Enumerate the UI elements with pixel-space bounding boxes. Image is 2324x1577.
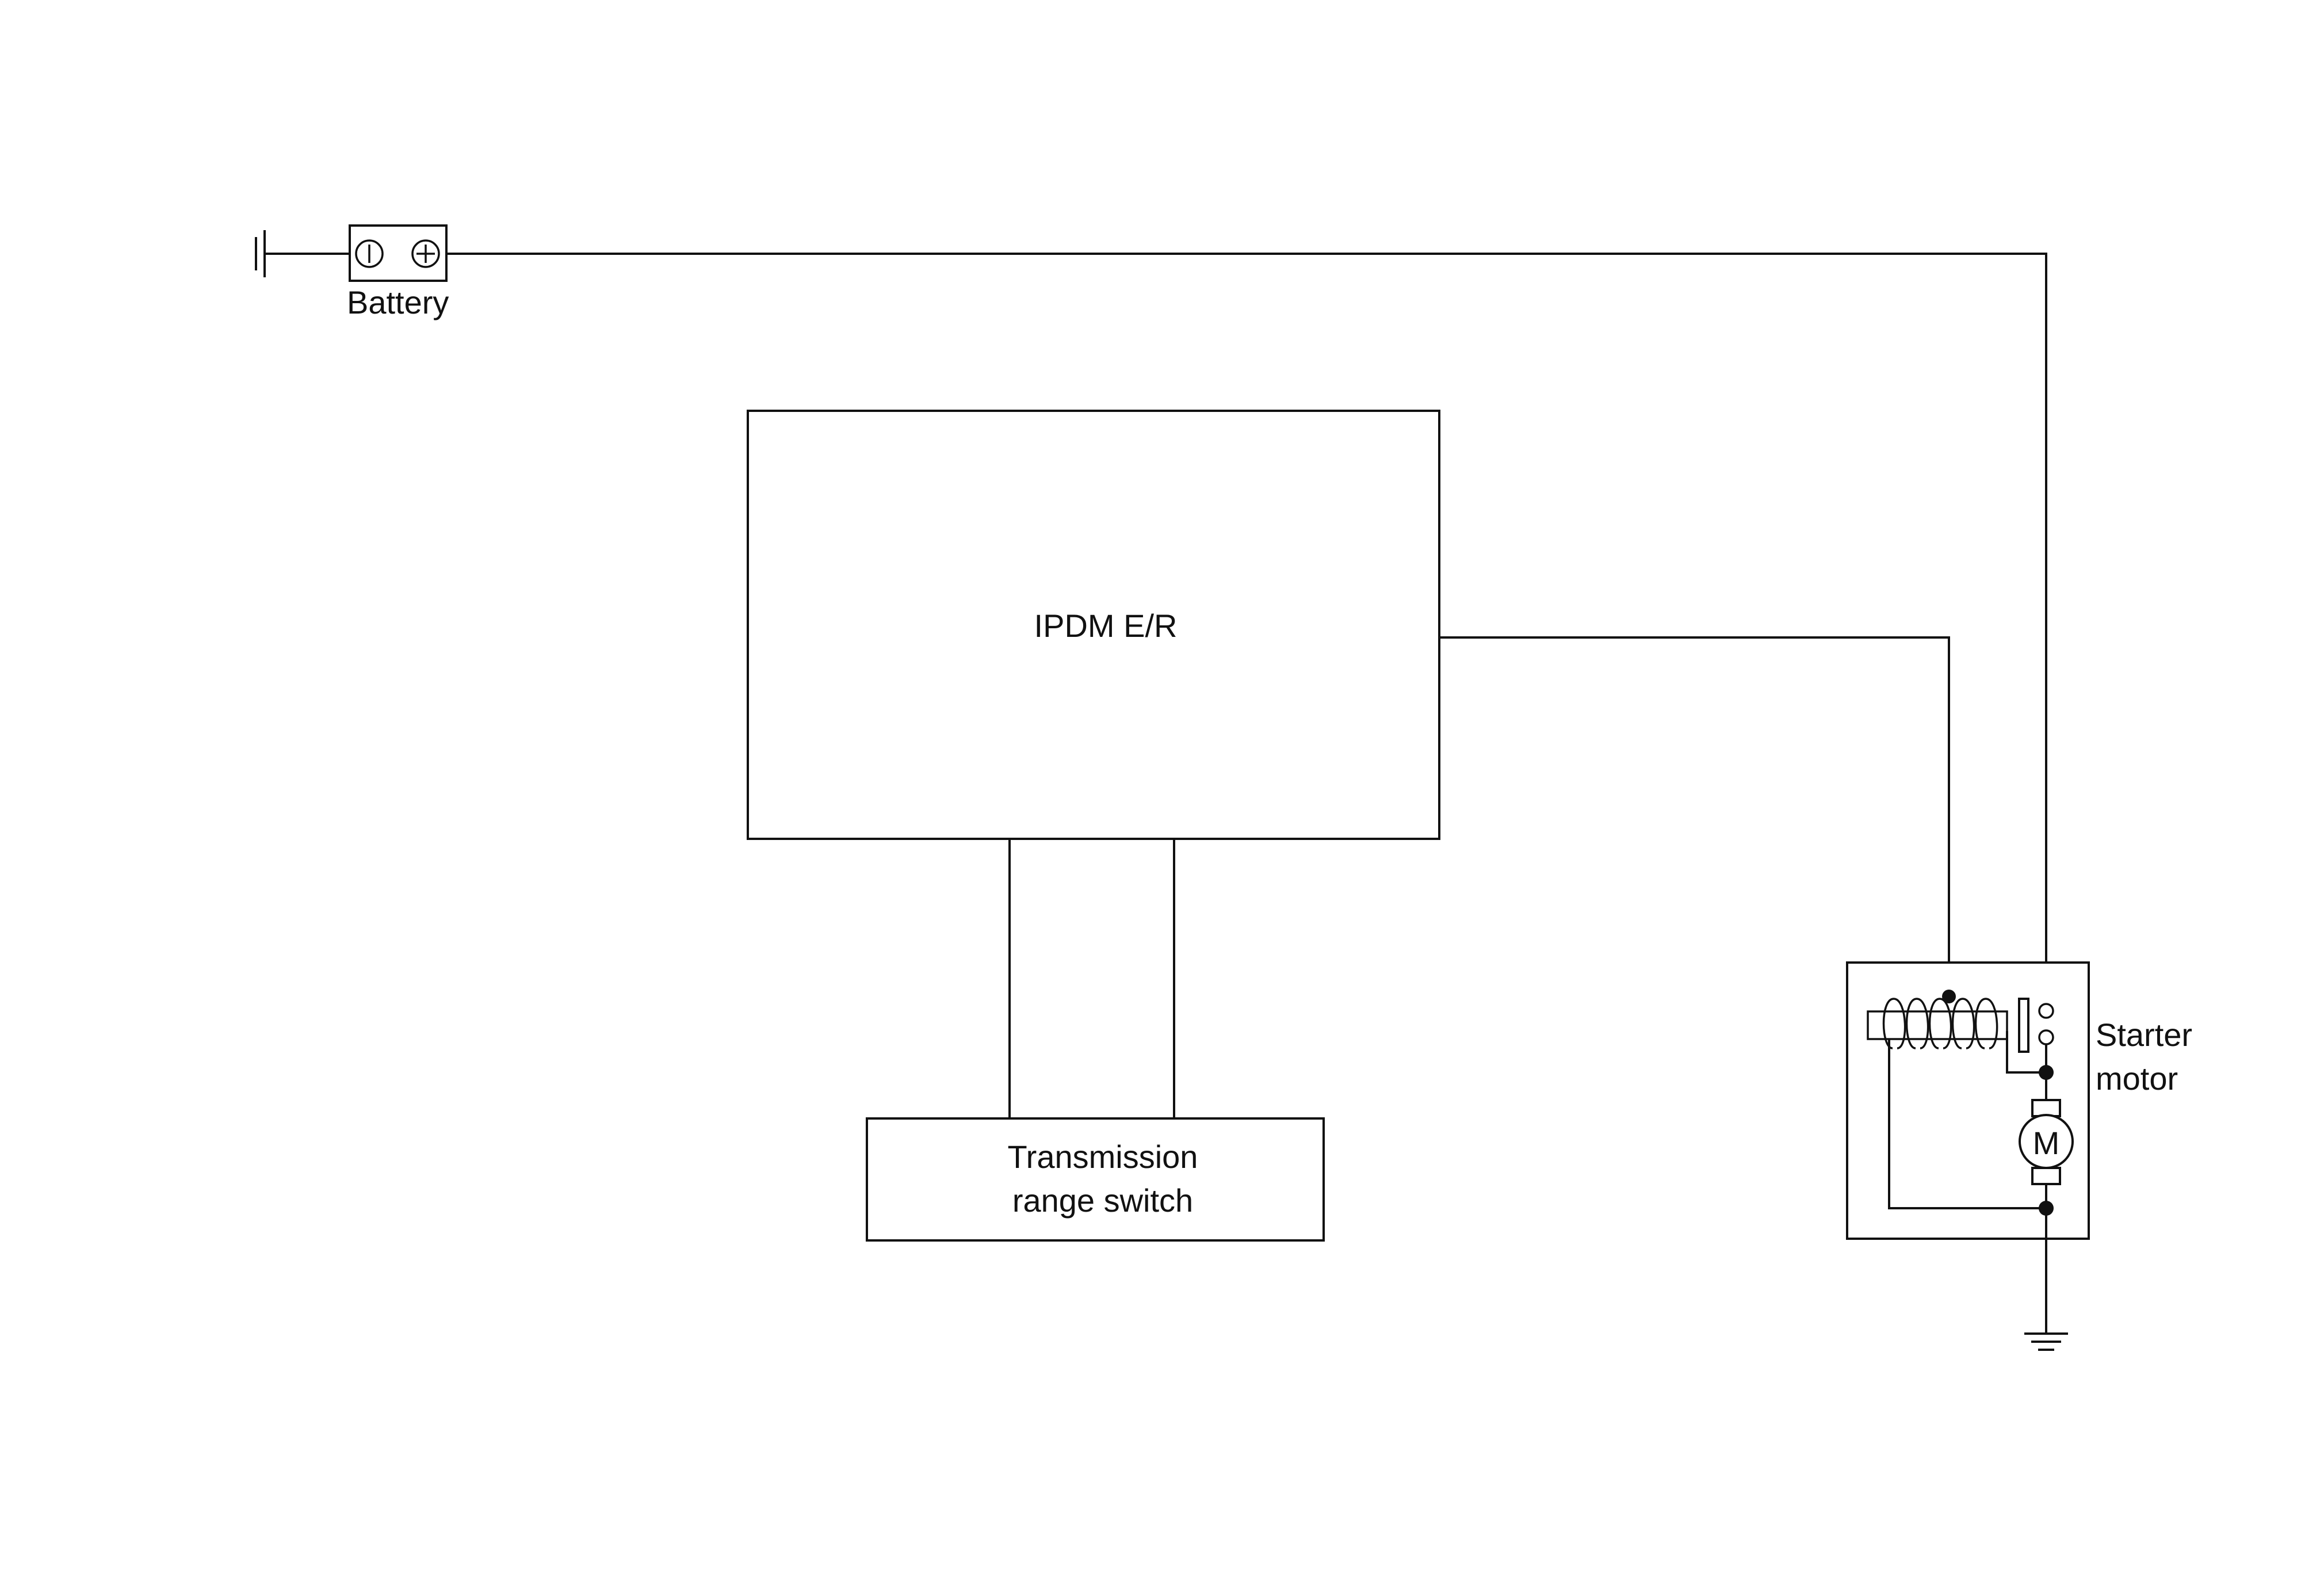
ipdm-label: IPDM E/R bbox=[1034, 608, 1178, 644]
solenoid-contact-plate bbox=[2018, 998, 2029, 1053]
motor-brush-top bbox=[2031, 1099, 2061, 1117]
minus-circle-icon bbox=[355, 239, 384, 268]
starter-ground-icon bbox=[2024, 1332, 2068, 1351]
battery-label: Battery bbox=[347, 284, 449, 320]
battery bbox=[349, 224, 448, 282]
plus-circle-icon bbox=[411, 239, 440, 268]
upper-junction-dot bbox=[2039, 1065, 2054, 1080]
battery-ground-icon bbox=[255, 230, 350, 277]
battery-to-starter-wire bbox=[446, 253, 2047, 1003]
starter-motor-label-line1: Starter bbox=[2096, 1017, 2192, 1053]
motor-brush-bottom bbox=[2031, 1167, 2061, 1185]
starter-terminal-lower bbox=[2038, 1029, 2054, 1045]
ipdm-to-solenoid-wire bbox=[1439, 636, 1950, 996]
solenoid-junction-dot bbox=[1942, 990, 1956, 1003]
transmission-switch-box bbox=[866, 1117, 1325, 1242]
transmission-switch-label-line1: Transmission bbox=[1008, 1139, 1198, 1175]
starter-motor-label-line2: motor bbox=[2096, 1060, 2178, 1097]
solenoid-coil-icon bbox=[1882, 998, 1998, 1049]
motor-symbol-label: M bbox=[2033, 1125, 2060, 1161]
coil-return-wire bbox=[1888, 1039, 2046, 1209]
coil-lead-wire bbox=[2006, 1031, 2046, 1074]
starter-motor: M bbox=[1846, 961, 2090, 1240]
starter-terminal-upper bbox=[2038, 1003, 2054, 1019]
solenoid-plunger bbox=[1867, 1010, 2008, 1040]
ipdm-box bbox=[747, 410, 1440, 840]
transmission-switch-label-line2: range switch bbox=[1012, 1182, 1193, 1219]
